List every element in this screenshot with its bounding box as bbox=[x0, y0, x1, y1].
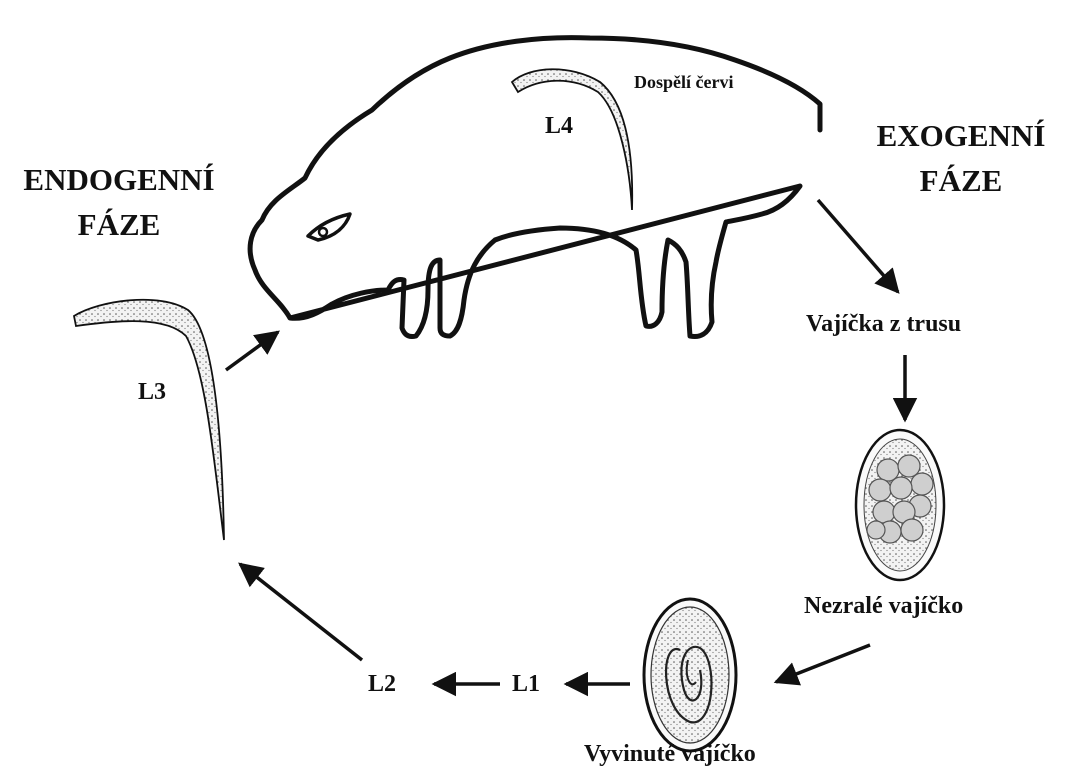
larva-l3-shape bbox=[74, 300, 224, 540]
label-developed-egg: Vyvinuté vajíčko bbox=[584, 740, 756, 769]
phase-endogenous-line2: FÁZE bbox=[8, 203, 230, 248]
label-eggs-in-feces: Vajíčka z trusu bbox=[806, 310, 961, 339]
label-immature-egg: Nezralé vajíčko bbox=[804, 592, 963, 621]
developed-egg-shape bbox=[644, 599, 736, 751]
phase-exogenous: EXOGENNÍ FÁZE bbox=[862, 114, 1060, 204]
label-adult-worms: Dospělí červi bbox=[634, 72, 733, 94]
arrow-l2-to-l3 bbox=[240, 564, 362, 660]
immature-egg-shape bbox=[856, 430, 944, 580]
arrow-l3-to-sheep bbox=[226, 332, 278, 370]
label-l3: L3 bbox=[138, 378, 166, 407]
label-l2: L2 bbox=[368, 670, 396, 699]
arrow-sheep-to-feces bbox=[818, 200, 898, 292]
label-l1: L1 bbox=[512, 670, 540, 699]
label-l4: L4 bbox=[545, 112, 573, 141]
phase-exogenous-line1: EXOGENNÍ bbox=[862, 114, 1060, 159]
phase-endogenous: ENDOGENNÍ FÁZE bbox=[8, 158, 230, 248]
phase-endogenous-line1: ENDOGENNÍ bbox=[8, 158, 230, 203]
arrow-immature-to-developed bbox=[776, 645, 870, 682]
phase-exogenous-line2: FÁZE bbox=[862, 159, 1060, 204]
